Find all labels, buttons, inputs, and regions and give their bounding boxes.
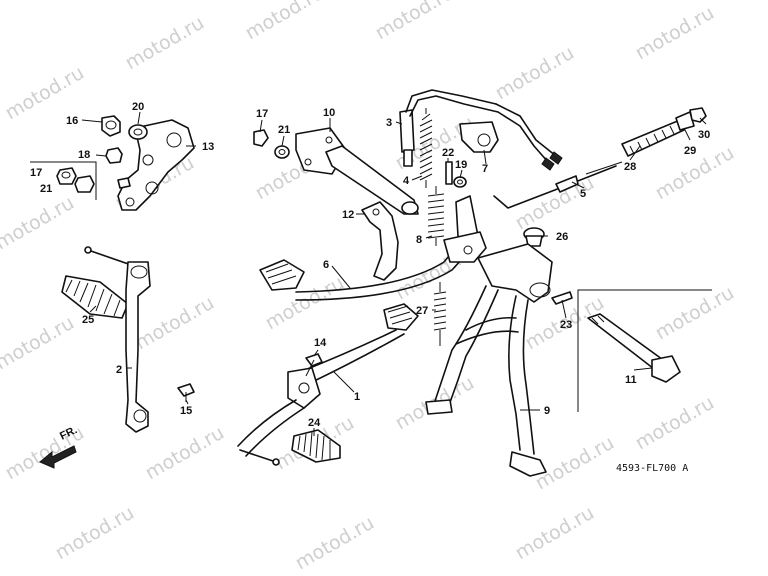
callout-30: 30 bbox=[698, 129, 710, 141]
callout-29: 29 bbox=[684, 145, 696, 157]
callout-12: 12 bbox=[342, 209, 354, 221]
watermark: motod.ru bbox=[512, 172, 598, 235]
part-3-stop-switch bbox=[399, 89, 499, 167]
callout-22: 22 bbox=[442, 147, 454, 159]
part-18-nut bbox=[105, 147, 123, 164]
callout-5: 5 bbox=[580, 188, 586, 200]
part-16-nut bbox=[101, 115, 121, 137]
part-30-nut bbox=[689, 107, 707, 123]
watermark: motod.ru bbox=[242, 0, 328, 44]
callout-13: 13 bbox=[202, 141, 214, 153]
callout-7: 7 bbox=[482, 163, 488, 175]
part-17-cap bbox=[253, 129, 269, 147]
watermark: motod.ru bbox=[632, 392, 718, 455]
part-13-bracket-plate bbox=[117, 119, 195, 211]
callout-labels: 1 2 3 4 5 6 7 8 9 10 11 12 13 14 15 16 1… bbox=[30, 101, 710, 429]
part-1-pedal bbox=[237, 303, 419, 466]
callout-24: 24 bbox=[308, 417, 321, 429]
watermark: motod.ru bbox=[512, 502, 598, 565]
callout-4: 4 bbox=[403, 175, 410, 187]
drawing-code: 4593-FL700 A bbox=[616, 463, 688, 474]
callout-3: 3 bbox=[386, 117, 392, 129]
part-23-cotter-pin bbox=[551, 291, 573, 305]
part-6-brake-pedal bbox=[259, 195, 487, 301]
part-4-spring bbox=[419, 108, 433, 188]
part-27-spring bbox=[433, 282, 447, 346]
callout-27: 27 bbox=[416, 305, 428, 317]
watermark: motod.ru bbox=[142, 422, 228, 485]
callout-21: 21 bbox=[40, 183, 52, 195]
watermark: motod.ru bbox=[52, 502, 138, 565]
wire-harness bbox=[495, 103, 563, 171]
part-10-shaft bbox=[295, 127, 419, 215]
callout-26: 26 bbox=[556, 231, 568, 243]
part-24-pedal-rubber bbox=[291, 429, 341, 463]
callout-28: 28 bbox=[624, 161, 636, 173]
part-14-bolt bbox=[305, 353, 323, 377]
part-29-joint bbox=[675, 111, 695, 131]
part-26-stopper bbox=[523, 227, 545, 247]
part-7-bracket bbox=[459, 121, 499, 153]
callout-23: 23 bbox=[560, 319, 572, 331]
part-19-washer bbox=[453, 176, 467, 188]
leader-lines bbox=[81, 111, 707, 436]
part-25-pedal-rubber bbox=[61, 275, 129, 319]
rod-end bbox=[84, 246, 92, 254]
callout-25: 25 bbox=[82, 314, 94, 326]
callout-15: 15 bbox=[180, 405, 192, 417]
part-28-spring bbox=[621, 119, 685, 157]
callout-8: 8 bbox=[416, 234, 422, 246]
bracket-line-17 bbox=[30, 161, 97, 200]
part-9-main-stand bbox=[425, 243, 553, 477]
part-17-cap-nut bbox=[56, 167, 77, 185]
callout-16: 16 bbox=[66, 115, 78, 127]
callout-19: 19 bbox=[455, 159, 467, 171]
part-2-kick-lever bbox=[125, 261, 151, 433]
watermark: motod.ru bbox=[0, 312, 78, 375]
watermark-layer: motod.ru motod.ru motod.ru motod.ru moto… bbox=[0, 0, 738, 574]
watermark: motod.ru bbox=[492, 42, 578, 105]
part-22-pin bbox=[445, 161, 453, 185]
watermark: motod.ru bbox=[122, 12, 208, 75]
watermark: motod.ru bbox=[132, 292, 218, 355]
callout-17: 17 bbox=[256, 108, 268, 120]
part-11-bolt bbox=[587, 313, 681, 383]
watermark: motod.ru bbox=[632, 2, 718, 65]
part-21-washer-left bbox=[74, 175, 95, 193]
watermark: motod.ru bbox=[0, 192, 78, 255]
part-8-spring bbox=[427, 186, 445, 246]
bracket-line-11 bbox=[577, 289, 712, 412]
watermark: motod.ru bbox=[652, 282, 738, 345]
callout-18: 18 bbox=[78, 149, 90, 161]
callout-20: 20 bbox=[132, 101, 144, 113]
callout-2: 2 bbox=[116, 364, 122, 376]
callout-14: 14 bbox=[314, 337, 327, 349]
part-5-brake-rod bbox=[493, 161, 623, 209]
watermark: motod.ru bbox=[372, 0, 458, 44]
watermark: motod.ru bbox=[532, 432, 618, 495]
callout-17: 17 bbox=[30, 167, 42, 179]
callout-21: 21 bbox=[278, 124, 290, 136]
watermark: motod.ru bbox=[292, 512, 378, 575]
callout-10: 10 bbox=[323, 107, 335, 119]
part-15-bolt bbox=[177, 383, 195, 402]
callout-9: 9 bbox=[544, 405, 550, 417]
part-12-bracket bbox=[361, 201, 399, 281]
callout-6: 6 bbox=[323, 259, 329, 271]
callout-1: 1 bbox=[354, 391, 360, 403]
part-20-washer bbox=[128, 124, 148, 140]
callout-11: 11 bbox=[625, 374, 637, 386]
part-21-washer-top bbox=[274, 145, 290, 159]
